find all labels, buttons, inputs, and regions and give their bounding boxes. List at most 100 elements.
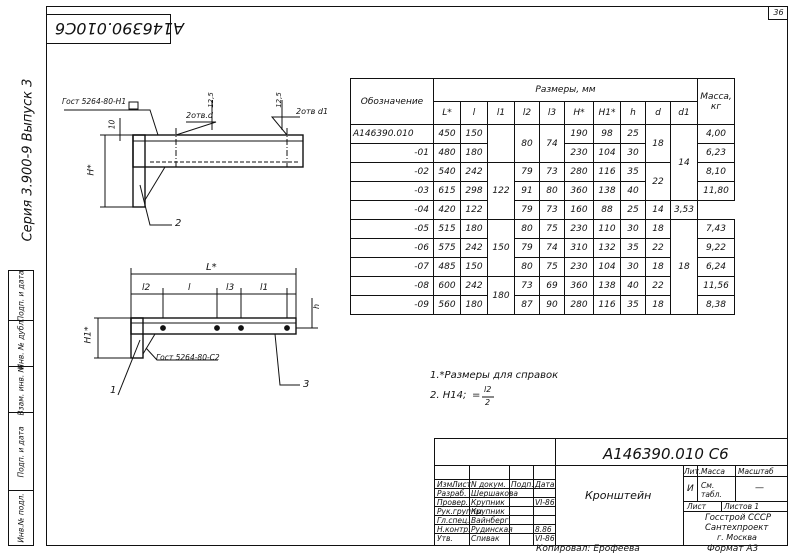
- footer-copied: Копировал: Ерофеева: [536, 544, 640, 554]
- cell-l2: 87: [514, 295, 540, 315]
- tb-hdr-izm: Изм.: [437, 480, 455, 489]
- cell-name: -01: [350, 143, 434, 163]
- cell-L: 450: [433, 124, 461, 144]
- bottom-view-bar: [130, 317, 297, 335]
- tb-org-1: Госстрой СССР: [705, 513, 771, 523]
- cell-d: 22: [645, 276, 671, 296]
- cell-l: 242: [460, 162, 488, 182]
- cell-H1: 98: [593, 124, 621, 144]
- cell-l2-merged: 80: [514, 124, 540, 163]
- dim-l2: l2: [142, 283, 151, 293]
- tb-name-6: Спивак: [471, 534, 500, 543]
- cell-H: 310: [564, 238, 594, 258]
- cell-d: 14: [645, 200, 671, 220]
- cell-l2: 80: [514, 219, 540, 239]
- cell-mass: 3,53: [670, 200, 698, 220]
- cell-l1-merged-150: 150: [487, 219, 515, 277]
- cell-mass: 4,00: [697, 124, 735, 144]
- tb-item-name: Кронштейн: [585, 489, 652, 502]
- th-l3: l3: [539, 101, 565, 125]
- strip-cell-4: Подп. и дата: [9, 413, 33, 491]
- cell-name: -02: [350, 162, 434, 182]
- leader-gost-top: [64, 109, 159, 136]
- cell-l1-merged-180: 180: [487, 276, 515, 315]
- cell-mass: 6,24: [697, 257, 735, 277]
- cell-l3: 69: [539, 276, 565, 296]
- strip-cell-3: Взам. инв. №: [9, 364, 33, 415]
- tb-name-1: Шершакова: [471, 489, 518, 498]
- tb-date-5: 8.86: [535, 525, 552, 534]
- cell-l: 150: [460, 257, 488, 277]
- cell-d1-merged-14: 14: [670, 124, 698, 201]
- note-2-den: 2: [485, 398, 491, 407]
- tb-hdr-list: Лист: [452, 480, 472, 489]
- cell-name: -07: [350, 257, 434, 277]
- cell-mass: 11,56: [697, 276, 735, 296]
- hole-2: [214, 325, 220, 331]
- cell-d: 22: [645, 238, 671, 258]
- callout-1: 1: [110, 385, 117, 396]
- cell-l: 180: [460, 295, 488, 315]
- tb-date-2: VI-86: [535, 498, 555, 507]
- dim-h: h: [312, 303, 322, 310]
- footer-format: Формат А3: [707, 544, 759, 554]
- cell-l2: 80: [514, 257, 540, 277]
- table-row: -01 480 180 230 104 30 6,23: [350, 143, 735, 163]
- dim-l3: l3: [226, 283, 235, 293]
- table-row: -07 485 150 80 75 230 104 30 18 6,24: [350, 257, 735, 277]
- cell-h: 35: [620, 295, 646, 315]
- cell-l3: 73: [539, 162, 565, 182]
- dim-12-5-b: 12,5: [274, 92, 283, 108]
- cell-H1: 104: [593, 257, 621, 277]
- table-row: -06 575 242 79 74 310 132 35 22 9,22: [350, 238, 735, 258]
- tb-role-3: Рук.группы: [437, 507, 482, 516]
- th-mass: Масса, кг: [697, 78, 735, 125]
- cell-h: 25: [620, 124, 646, 144]
- table-row: -09 560 180 87 90 280 116 35 18 8,38: [350, 295, 735, 315]
- tb-role-1: Разраб.: [437, 489, 467, 498]
- dim-10: 10: [107, 119, 117, 130]
- cell-L: 560: [433, 295, 461, 315]
- tb-role-2: Провер.: [437, 498, 469, 507]
- dimensions-table: Обозначение Размеры, мм Масса, кг L* l l…: [350, 78, 735, 315]
- th-H: H*: [564, 101, 594, 125]
- dim-l1: l1: [260, 283, 269, 293]
- cell-h: 30: [620, 257, 646, 277]
- tb-scale-value: —: [755, 483, 764, 493]
- leader-callout-3: [274, 333, 300, 386]
- tb-name-3: Крупник: [471, 507, 505, 516]
- cell-H: 190: [564, 124, 594, 144]
- note-1: 1.*Размеры для справок: [430, 370, 559, 381]
- cell-H1: 116: [593, 162, 621, 182]
- cell-name: -04: [350, 200, 434, 220]
- cell-d-merged: 18: [645, 124, 671, 163]
- th-h: h: [620, 101, 646, 125]
- cell-H1: 104: [593, 143, 621, 163]
- cell-l3: 75: [539, 257, 565, 277]
- tb-hdr-doc: N докум.: [471, 480, 506, 489]
- th-dimensions-group: Размеры, мм: [433, 78, 698, 102]
- cell-H: 360: [564, 276, 594, 296]
- th-l: l: [460, 101, 488, 125]
- cell-l3-merged: 74: [539, 124, 565, 163]
- cell-mass: 7,43: [697, 219, 735, 239]
- tb-role-6: Утв.: [437, 534, 453, 543]
- tb-lit-value: И: [687, 484, 694, 494]
- cell-l1-empty: [487, 124, 515, 163]
- cell-mass: 6,23: [697, 143, 735, 163]
- cell-h: 40: [620, 276, 646, 296]
- table-row: -02 540 242 122 79 73 280 116 35 22 8,10: [350, 162, 735, 220]
- tb-org-2: Сантехпроект: [705, 523, 769, 533]
- cell-H1: 88: [593, 200, 621, 220]
- top-view-gusset: [144, 166, 166, 202]
- cell-d: 18: [645, 257, 671, 277]
- cell-l2: 79: [514, 162, 540, 182]
- cell-h: 30: [620, 219, 646, 239]
- note-2-eq: =: [472, 390, 481, 401]
- tb-name-2: Крупник: [471, 498, 505, 507]
- cell-h: 30: [620, 143, 646, 163]
- callout-2: 2: [175, 218, 182, 229]
- cell-h: 25: [620, 200, 646, 220]
- dim-H: H*: [86, 164, 97, 176]
